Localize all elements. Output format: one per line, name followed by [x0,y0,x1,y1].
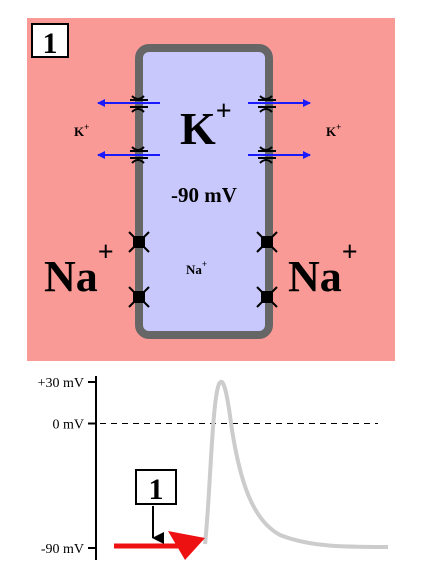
cell-membrane [135,44,273,339]
current-phase-arrowhead [168,531,205,560]
y-tick-label: -90 mV [41,542,84,557]
membrane-potential-label: -90 mV [171,183,237,207]
marker-box [135,469,177,505]
panel-number-box [31,23,69,58]
na-outside-left-label: Na+ [44,237,114,301]
action-potential-chart: +30 mV 0 mV -90 mV 1 [38,376,389,560]
na-channels-closed [128,231,278,308]
k-efflux-arrows [97,99,311,159]
k-channel-right [258,95,276,164]
k-inside-label: K+ [180,96,232,154]
k-outside-right-label: K+ [326,122,341,139]
na-inside-label: Na+ [186,259,207,277]
k-channel-left [130,95,148,164]
y-tick-label: 0 mV [53,418,85,433]
y-tick-label: +30 mV [38,376,84,391]
panel-number: 1 [43,27,58,60]
action-potential-trace [203,379,389,549]
marker-label: 1 [149,473,164,506]
na-outside-right-label: Na+ [288,237,358,301]
k-outside-left-label: K+ [74,122,89,139]
